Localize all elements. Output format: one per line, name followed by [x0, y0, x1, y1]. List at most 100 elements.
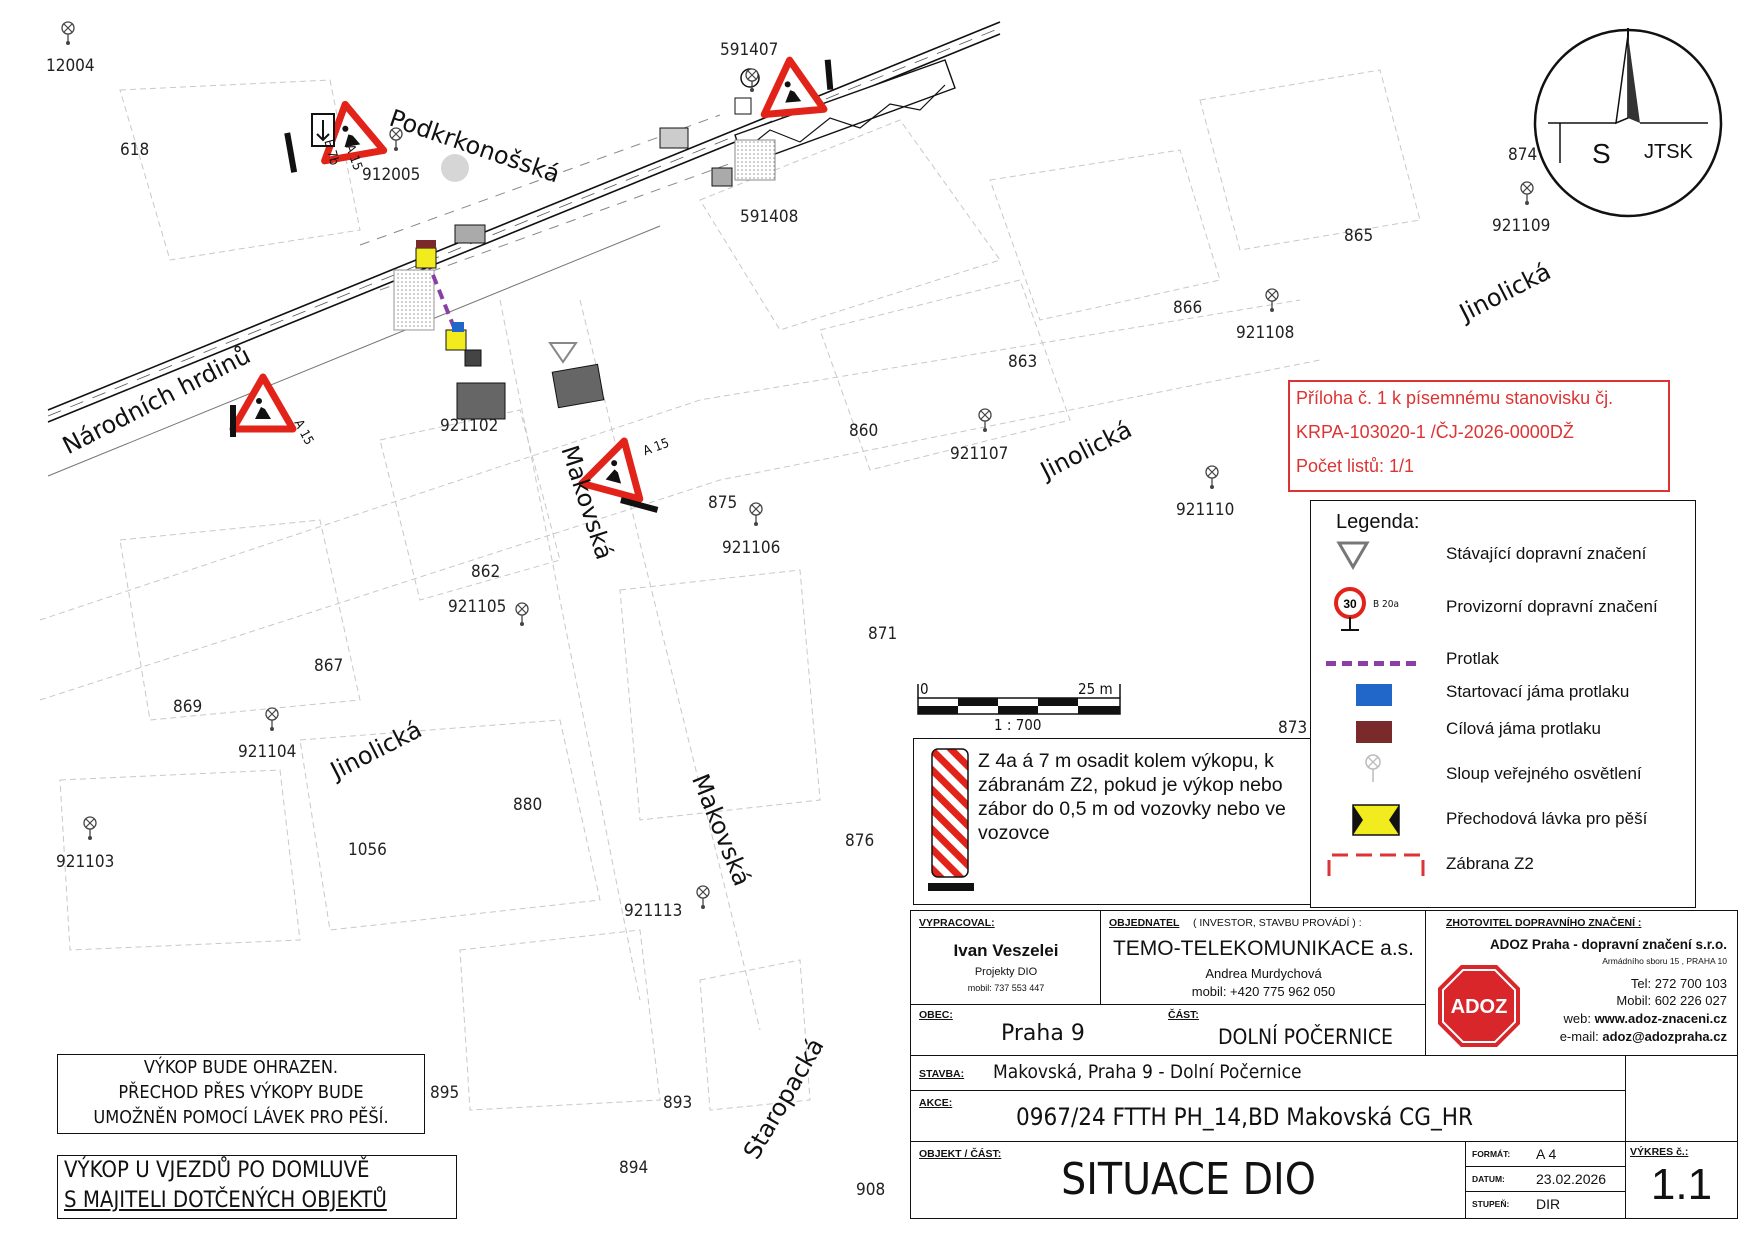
stavba-value: Makovská, Praha 9 - Dolní Počernice: [993, 1061, 1302, 1083]
parcel-number: 875: [708, 493, 738, 513]
fence-note-line: VÝKOP BUDE OHRAZEN.: [143, 1057, 339, 1078]
street-light-id: 921110: [1176, 500, 1235, 520]
obec-value: Praha 9: [1001, 1021, 1085, 1046]
street-light-id: 921103: [56, 852, 115, 872]
legend-label: Protlak: [1446, 649, 1499, 668]
legend-label: Cílová jáma protlaku: [1446, 719, 1601, 738]
speed-limit-value: 30: [1343, 597, 1357, 611]
zhotovitel-cell: ZHOTOVITEL DOPRAVNÍHO ZNAČENÍ : ADOZ Pra…: [1426, 911, 1737, 1056]
compass-system-label: JTSK: [1644, 141, 1693, 163]
police-approval-stamp: Příloha č. 1 k písemnému stanovisku čj. …: [1288, 380, 1670, 492]
street-light-id: 912005: [362, 165, 421, 185]
adoz-logo-icon: ADOZ: [1438, 965, 1520, 1047]
walkway-top: [415, 247, 437, 269]
objednatel-label: OBJEDNATEL: [1109, 917, 1180, 929]
protlak-line: [425, 259, 457, 331]
parcel-number: 867: [314, 656, 344, 676]
akce-value: 0967/24 FTTH PH_14,BD Makovská CG_HR: [1016, 1103, 1474, 1131]
warning-sign-top-right: [760, 57, 834, 115]
start-pit-icon: [1356, 684, 1392, 706]
sign-code-b20a: B 20a: [1373, 599, 1399, 610]
scale-bar-graphic: [917, 684, 1121, 715]
temporary-sign-icon: 30: [1334, 587, 1366, 631]
zhotovitel-email: e-mail: adoz@adozpraha.cz: [1560, 1029, 1727, 1044]
legend-row: Cílová jáma protlaku: [1311, 711, 1695, 751]
vykres-cell: VÝKRES č.: 1.1: [1626, 1142, 1737, 1218]
street-light-id: 921107: [950, 444, 1009, 464]
legend-row: 30 B 20a Provizorní dopravní značení: [1311, 587, 1695, 631]
parcel-number: 865: [1344, 226, 1374, 246]
street-light-id: 921104: [238, 742, 297, 762]
legend-row: Protlak: [1311, 641, 1695, 681]
fence-note-line: PŘECHOD PŘES VÝKOPY BUDE: [118, 1082, 364, 1103]
parcel-number: 863: [1008, 352, 1038, 372]
zhotovitel-web-value[interactable]: www.adoz-znaceni.cz: [1594, 1011, 1727, 1026]
legend-title: Legenda:: [1336, 511, 1420, 533]
parcel-number: 895: [430, 1083, 460, 1103]
stamp-line-3: Počet listů: 1/1: [1296, 456, 1415, 476]
legend-panel: Legenda: Stávající dopravní značení 30 B…: [1310, 500, 1696, 908]
street-light-icon: [1365, 754, 1381, 782]
zhotovitel-name: ADOZ Praha - dopravní značení s.r.o.: [1489, 937, 1727, 952]
warning-sign-a15-top: [284, 99, 385, 173]
cast-cell: ČÁST: DOLNÍ POČERNICE: [1166, 1005, 1426, 1056]
sign-plates: [454, 97, 752, 420]
parcel-number: 618: [120, 140, 150, 160]
objekt-value: SITUACE DIO: [1061, 1154, 1316, 1205]
compass: [1533, 28, 1723, 218]
fence-note: VÝKOP BUDE OHRAZEN. PŘECHOD PŘES VÝKOPY …: [57, 1054, 425, 1134]
e7b-sign: [311, 113, 335, 147]
scale-max: 25 m: [1078, 680, 1113, 698]
excavation-band: [734, 59, 956, 181]
cast-label: ČÁST:: [1168, 1009, 1199, 1021]
end-pit-icon: [1356, 721, 1392, 743]
parcel-number: 1056: [348, 840, 387, 860]
parcel-number: 866: [1173, 298, 1203, 318]
stamp-line-2: KRPA-103020-1 /ČJ-2026-0000DŽ: [1296, 422, 1574, 442]
scale-ratio: 1 : 700: [994, 716, 1042, 734]
vykres-label: VÝKRES č.:: [1630, 1146, 1689, 1158]
street-light-id: 591407: [720, 40, 779, 60]
datum-value: 23.02.2026: [1536, 1171, 1607, 1187]
vypracoval-phone: mobil: 737 553 447: [967, 983, 1045, 993]
street-light-id: 921108: [1236, 323, 1295, 343]
parcel-number: 862: [471, 562, 501, 582]
parcel-number: 871: [868, 624, 898, 644]
obec-label: OBEC:: [919, 1009, 953, 1021]
end-pit: [416, 240, 436, 248]
stupen-cell: STUPEŇ: DIR: [1466, 1192, 1626, 1218]
barrier-z2-icon: [1327, 853, 1425, 876]
driveway-note-line: VÝKOP U VJEZDŮ PO DOMLUVĚ: [64, 1158, 370, 1183]
objednatel-cell: OBJEDNATEL ( INVESTOR, STAVBU PROVÁDÍ ) …: [1101, 911, 1426, 1005]
legend-label: Startovací jáma protlaku: [1446, 682, 1630, 701]
driveway-note-line: S MAJITELI DOTČENÝCH OBJEKTŮ: [64, 1188, 387, 1213]
zhotovitel-mobil: Mobil: 602 226 027: [1616, 993, 1727, 1008]
walkway-icon: [1352, 804, 1400, 836]
stupen-label: STUPEŇ:: [1472, 1199, 1510, 1209]
z4a-note-panel: Z 4a á 7 m osadit kolem výkopu, k zábran…: [913, 738, 1311, 905]
akce-label: AKCE:: [919, 1097, 953, 1109]
warning-sign-a15-makovska: [580, 433, 659, 513]
stavba-label: STAVBA:: [919, 1068, 965, 1080]
existing-sign-icon: [1336, 541, 1370, 570]
zhotovitel-email-value[interactable]: adoz@adozpraha.cz: [1602, 1029, 1727, 1044]
datum-label: DATUM:: [1472, 1174, 1505, 1184]
zhotovitel-label: ZHOTOVITEL DOPRAVNÍHO ZNAČENÍ :: [1446, 917, 1642, 929]
parcel-number: 876: [845, 831, 875, 851]
zhotovitel-web: web: www.adoz-znaceni.cz: [1563, 1011, 1727, 1026]
objekt-label: OBJEKT / ČÁST:: [919, 1148, 1002, 1160]
parcel-number: 880: [513, 795, 543, 815]
street-light-id: 921106: [722, 538, 781, 558]
crossing-hatch: [393, 269, 435, 331]
title-block: VYPRACOVAL: Ivan Veszelei Projekty DIO m…: [910, 910, 1738, 1219]
akce-cell: AKCE: 0967/24 FTTH PH_14,BD Makovská CG_…: [911, 1091, 1626, 1142]
driveway-note: VÝKOP U VJEZDŮ PO DOMLUVĚ S MAJITELI DOT…: [57, 1155, 457, 1219]
street-light-id: 921102: [440, 416, 499, 436]
vypracoval-label: VYPRACOVAL:: [919, 917, 995, 929]
stamp-line-1: Příloha č. 1 k písemnému stanovisku čj.: [1296, 388, 1614, 408]
street-light-id: 591408: [740, 207, 799, 227]
street-light-id: 921113: [624, 901, 683, 921]
adoz-logo-text: ADOZ: [1451, 996, 1508, 1018]
protlak-line-icon: [1326, 661, 1416, 666]
